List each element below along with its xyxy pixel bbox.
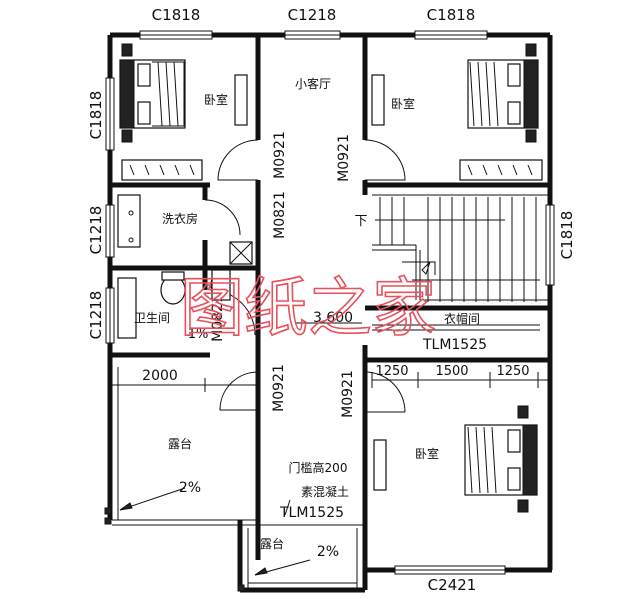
sill-height-label: 门槛高200 <box>289 460 348 475</box>
room-label-small-living: 小客厅 <box>295 76 331 91</box>
room-label-bathroom: 卫生间 <box>134 311 170 325</box>
desk-upper-right <box>371 74 385 126</box>
room-label-laundry: 洗衣房 <box>162 211 198 226</box>
annotations: 下 3.600 1% 2% 2% 门槛高200 素混凝土 <box>119 214 368 576</box>
door-label-tlm-top: TLM1525 <box>422 337 487 353</box>
bed-lower-right <box>464 405 538 513</box>
door-label-tlm-bottom: TLM1525 <box>279 505 344 521</box>
wardrobe-upper-left <box>121 159 203 181</box>
bed-upper-left <box>119 43 186 143</box>
room-label-closet: 衣帽间 <box>444 311 480 326</box>
window-label-bottom-right: C2421 <box>428 576 477 594</box>
terrace-posts <box>104 507 245 592</box>
door-label-lower-bed: M0921 <box>340 370 356 418</box>
dim-closet-right: 1250 <box>496 364 529 379</box>
room-label-bedroom-upper-left: 卧室 <box>204 92 228 107</box>
bed-upper-right <box>467 43 539 143</box>
room-label-terrace-large: 露台 <box>168 436 192 451</box>
room-labels: 卧室 小客厅 卧室 洗衣房 卫生间 衣帽间 卧室 露台 露台 <box>134 76 480 551</box>
door-label-right-bed: M0921 <box>336 134 352 182</box>
window-label-left-laundry: C1218 <box>87 206 105 255</box>
bathroom-fixtures <box>117 269 231 339</box>
desk-lower-right <box>373 439 387 491</box>
staircase <box>372 194 548 302</box>
windows <box>105 30 555 575</box>
wardrobe-upper-right <box>459 159 543 181</box>
dim-closet-mid: 1500 <box>435 364 468 379</box>
bath-slope-label: 1% <box>188 327 209 342</box>
window-label-top-left: C1818 <box>152 6 201 24</box>
door-label-bath: M0821 <box>210 294 226 342</box>
dim-closet-left: 1250 <box>375 364 408 379</box>
watermark: 图纸之家 <box>180 272 436 346</box>
elevation-label: 3.600 <box>313 310 353 326</box>
concrete-label: 素混凝土 <box>301 484 349 499</box>
door-labels: M0921 M0921 M0821 M0821 M0921 M0921 TLM1… <box>210 131 487 521</box>
window-labels: C1818 C1218 C1818 C1818 C1218 C1218 C181… <box>87 6 576 594</box>
window-label-top-right: C1818 <box>427 6 476 24</box>
room-label-bedroom-upper-right: 卧室 <box>391 96 415 111</box>
door-label-left-bed: M0921 <box>272 131 288 179</box>
terrace-slope-small-label: 2% <box>317 544 339 560</box>
room-label-bedroom-lower-right: 卧室 <box>415 446 439 461</box>
dim-terrace-width: 2000 <box>142 368 178 384</box>
stair-down-label: 下 <box>354 214 367 229</box>
room-label-terrace-small: 露台 <box>260 536 284 551</box>
dimension-lines: 2000 1250 1500 1250 <box>112 364 548 392</box>
laundry-sink <box>117 194 141 248</box>
closet-rail <box>372 324 540 331</box>
shaft <box>229 241 253 265</box>
walls <box>107 32 553 593</box>
door-label-laundry: M0821 <box>272 191 288 239</box>
window-label-right-stair: C1818 <box>558 211 576 260</box>
window-label-left-bath: C1218 <box>87 291 105 340</box>
window-label-top-mid: C1218 <box>288 6 337 24</box>
door-label-terrace: M0921 <box>271 364 287 412</box>
desk-upper-left <box>234 74 248 126</box>
terrace-slope-large-label: 2% <box>179 480 201 496</box>
window-label-left-upper: C1818 <box>87 91 105 140</box>
